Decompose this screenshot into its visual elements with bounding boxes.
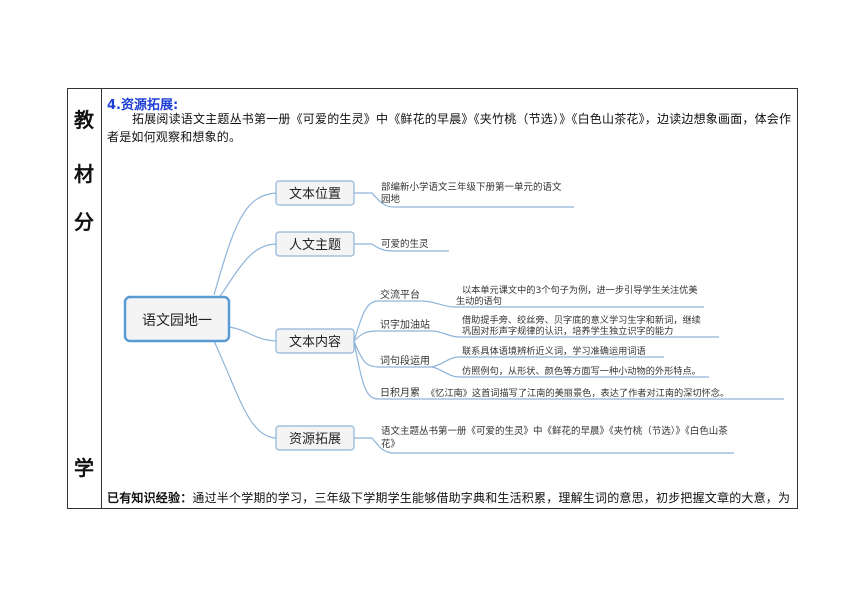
branch-node-resources: 资源拓展 bbox=[275, 425, 355, 451]
section-paragraph: 拓展阅读语文主题丛书第一册《可爱的生灵》中《鲜花的早晨》《夹竹桃（节选）》《白色… bbox=[107, 112, 792, 144]
leaf-text: 花》 bbox=[381, 438, 400, 450]
sub-text: 巩固对形声字规律的认识，培养学生独立识字的能力 bbox=[462, 325, 673, 337]
side-char-1: 教 bbox=[74, 108, 94, 132]
mind-map: 语文园地一 文本位置 人文主题 文本内容 资源拓展 部编新小学语文三年级下册第一… bbox=[123, 180, 784, 454]
sub-text: 以本单元课文中的3个句子为例，进一步引导学生关注优美 bbox=[462, 284, 698, 296]
branch-label: 人文主题 bbox=[289, 238, 341, 253]
side-char-3: 分 bbox=[74, 210, 94, 234]
experience-label: 已有知识经验： bbox=[107, 491, 193, 505]
table-frame bbox=[67, 88, 798, 509]
sub-text: 生动的语句 bbox=[456, 295, 502, 307]
mind-map-root: 语文园地一 bbox=[123, 295, 231, 343]
branch-label: 文本位置 bbox=[289, 187, 341, 202]
experience-line: 已有知识经验：通过半个学期的学习，三年级下学期学生能够借助字典和生活积累，理解生… bbox=[107, 489, 797, 506]
experience-text: 通过半个学期的学习，三年级下学期学生能够借助字典和生活积累，理解生词的意思，初步… bbox=[192, 491, 791, 505]
branch-label: 文本内容 bbox=[289, 334, 341, 350]
side-char-2: 材 bbox=[74, 162, 94, 186]
side-char-4: 学 bbox=[74, 456, 94, 480]
branch-node-theme: 人文主题 bbox=[275, 231, 355, 257]
sub-text: 联系具体语境辨析近义词，学习准确运用词语 bbox=[462, 345, 646, 357]
branch-node-position: 文本位置 bbox=[275, 180, 355, 206]
leaf-text: 部编新小学语文三年级下册第一单元的语文 bbox=[381, 181, 562, 193]
root-label: 语文园地一 bbox=[142, 313, 212, 329]
leaf-text: 语文主题丛书第一册《可爱的生灵》中《鲜花的早晨》《夹竹桃（节选）》《白色山茶 bbox=[381, 425, 728, 437]
section-title: 4.资源拓展: bbox=[107, 98, 179, 113]
sub-label-sentence: 词句段运用 bbox=[380, 354, 430, 367]
table-divider bbox=[101, 88, 102, 509]
sub-label-exchange: 交流平台 bbox=[380, 288, 420, 301]
sub-text: 《忆江南》这首词描写了江南的美丽景色，表达了作者对江南的深切怀念。 bbox=[426, 387, 729, 399]
sub-label-daily: 日积月累 bbox=[380, 387, 420, 399]
mind-map-connectors bbox=[213, 192, 784, 454]
leaf-text: 园地 bbox=[381, 193, 401, 205]
branch-node-content: 文本内容 bbox=[275, 328, 355, 354]
leaf-text: 可爱的生灵 bbox=[381, 238, 429, 250]
sub-text: 仿照例句，从形状、颜色等方面写一种小动物的外形特点。 bbox=[462, 365, 701, 377]
sub-text: 借助提手旁、绞丝旁、贝字底的意义学习生字和新词，继续 bbox=[462, 314, 701, 326]
branch-label: 资源拓展 bbox=[289, 432, 341, 447]
sub-label-literacy: 识字加油站 bbox=[380, 318, 430, 331]
